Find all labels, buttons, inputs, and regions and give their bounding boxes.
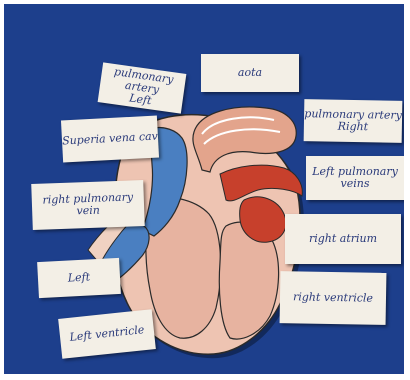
- label-right-atrium: right atrium: [285, 214, 401, 264]
- label-left-pulmonary-veins: Left pulmonary veins: [306, 156, 404, 200]
- label-right-pulmonary-veins: right pulmonary vein: [31, 180, 145, 230]
- label-superior-vena-cava: Superia vena cav: [61, 116, 159, 163]
- label-pulmonary-artery-right: pulmonary artery Right: [304, 99, 403, 143]
- photo-scene: pulmonary artery Left aota Superia vena …: [4, 4, 404, 374]
- label-left-atrium: Left: [37, 258, 121, 298]
- label-right-ventricle: right ventricle: [280, 271, 387, 325]
- label-aorta: aota: [201, 54, 299, 92]
